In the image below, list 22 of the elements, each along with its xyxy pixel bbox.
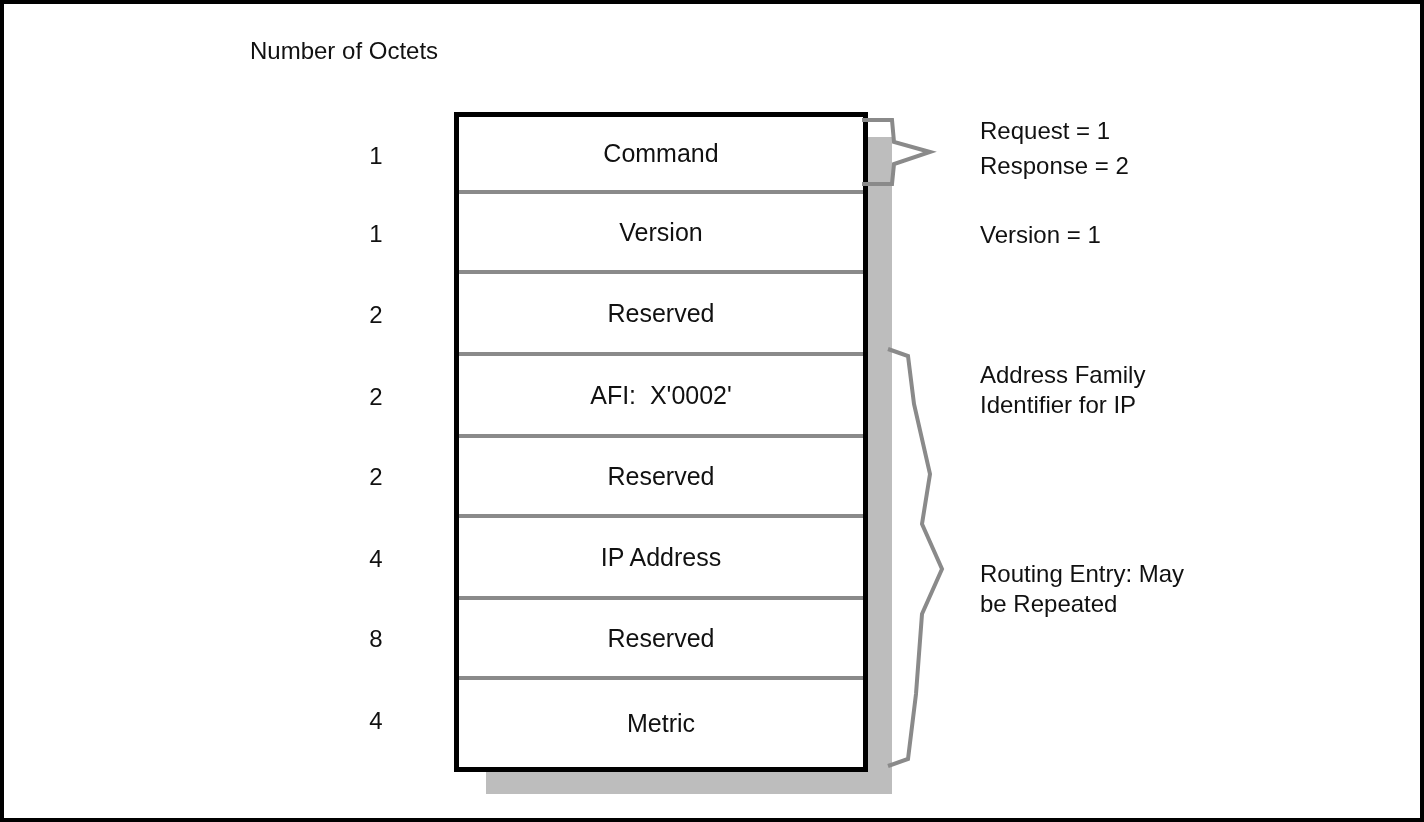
field-label: Version <box>619 217 703 247</box>
field-label: Reserved <box>607 298 715 328</box>
field-label: Metric <box>626 709 696 738</box>
octet-count: 8 <box>368 624 384 654</box>
field-label: Reserved <box>607 461 715 491</box>
note: Response = 2 <box>980 151 1130 181</box>
octet-count: 2 <box>368 462 384 492</box>
note: Routing Entry: May be Repeated <box>980 559 1186 619</box>
octet-count: 1 <box>368 141 384 171</box>
octet-count: 2 <box>368 300 384 330</box>
field-label: AFI: X'0002' <box>590 380 732 410</box>
octet-count: 4 <box>368 544 384 574</box>
octet-count: 2 <box>368 382 384 412</box>
note: Version = 1 <box>980 220 1102 250</box>
note: Address Family Identifier for IP <box>980 360 1147 420</box>
column-heading: Number of Octets <box>250 36 440 66</box>
octet-count: 4 <box>368 706 384 736</box>
octet-count: 1 <box>368 219 384 249</box>
field-label: IP Address <box>600 542 722 572</box>
note: Request = 1 <box>980 116 1112 146</box>
field-label: Reserved <box>607 623 715 653</box>
field-label: Command <box>603 139 719 168</box>
